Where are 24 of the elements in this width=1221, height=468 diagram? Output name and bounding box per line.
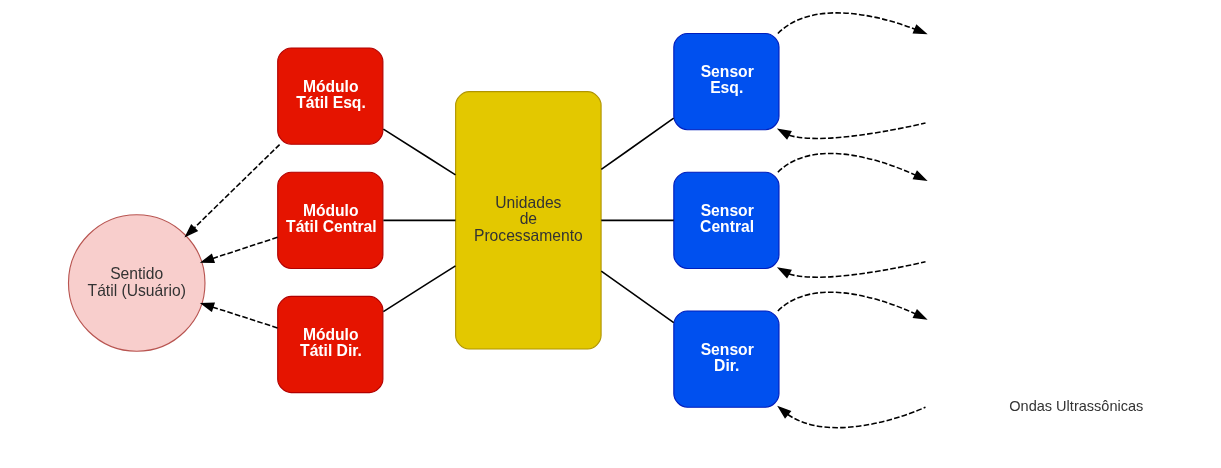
arrow	[183, 143, 280, 238]
node-circle: Sentido Tátil (Usuário)	[67, 214, 206, 352]
connector	[600, 117, 674, 171]
connector	[382, 219, 456, 222]
arrow	[776, 261, 926, 279]
arrow	[776, 405, 926, 429]
arrow	[776, 291, 928, 320]
arrow	[776, 122, 926, 140]
node-box: Unidades de Processamento	[454, 91, 602, 350]
node-box: Módulo Tátil Dir.	[276, 295, 383, 394]
node-box: Módulo Tátil Central	[276, 171, 383, 269]
node-box: Sensor Dir.	[672, 310, 780, 408]
connector	[382, 128, 456, 176]
arrow	[199, 302, 278, 329]
arrow	[776, 152, 928, 182]
node-box: Sensor Esq.	[672, 32, 780, 131]
connector	[382, 265, 456, 313]
arrow	[776, 12, 928, 35]
node-box: Sensor Central	[672, 171, 780, 269]
connector	[600, 219, 674, 222]
node-box: Módulo Tátil Esq.	[276, 47, 383, 145]
connector	[600, 270, 674, 324]
arrow	[199, 236, 278, 263]
label: Ondas Ultrassônicas	[1008, 398, 1143, 415]
